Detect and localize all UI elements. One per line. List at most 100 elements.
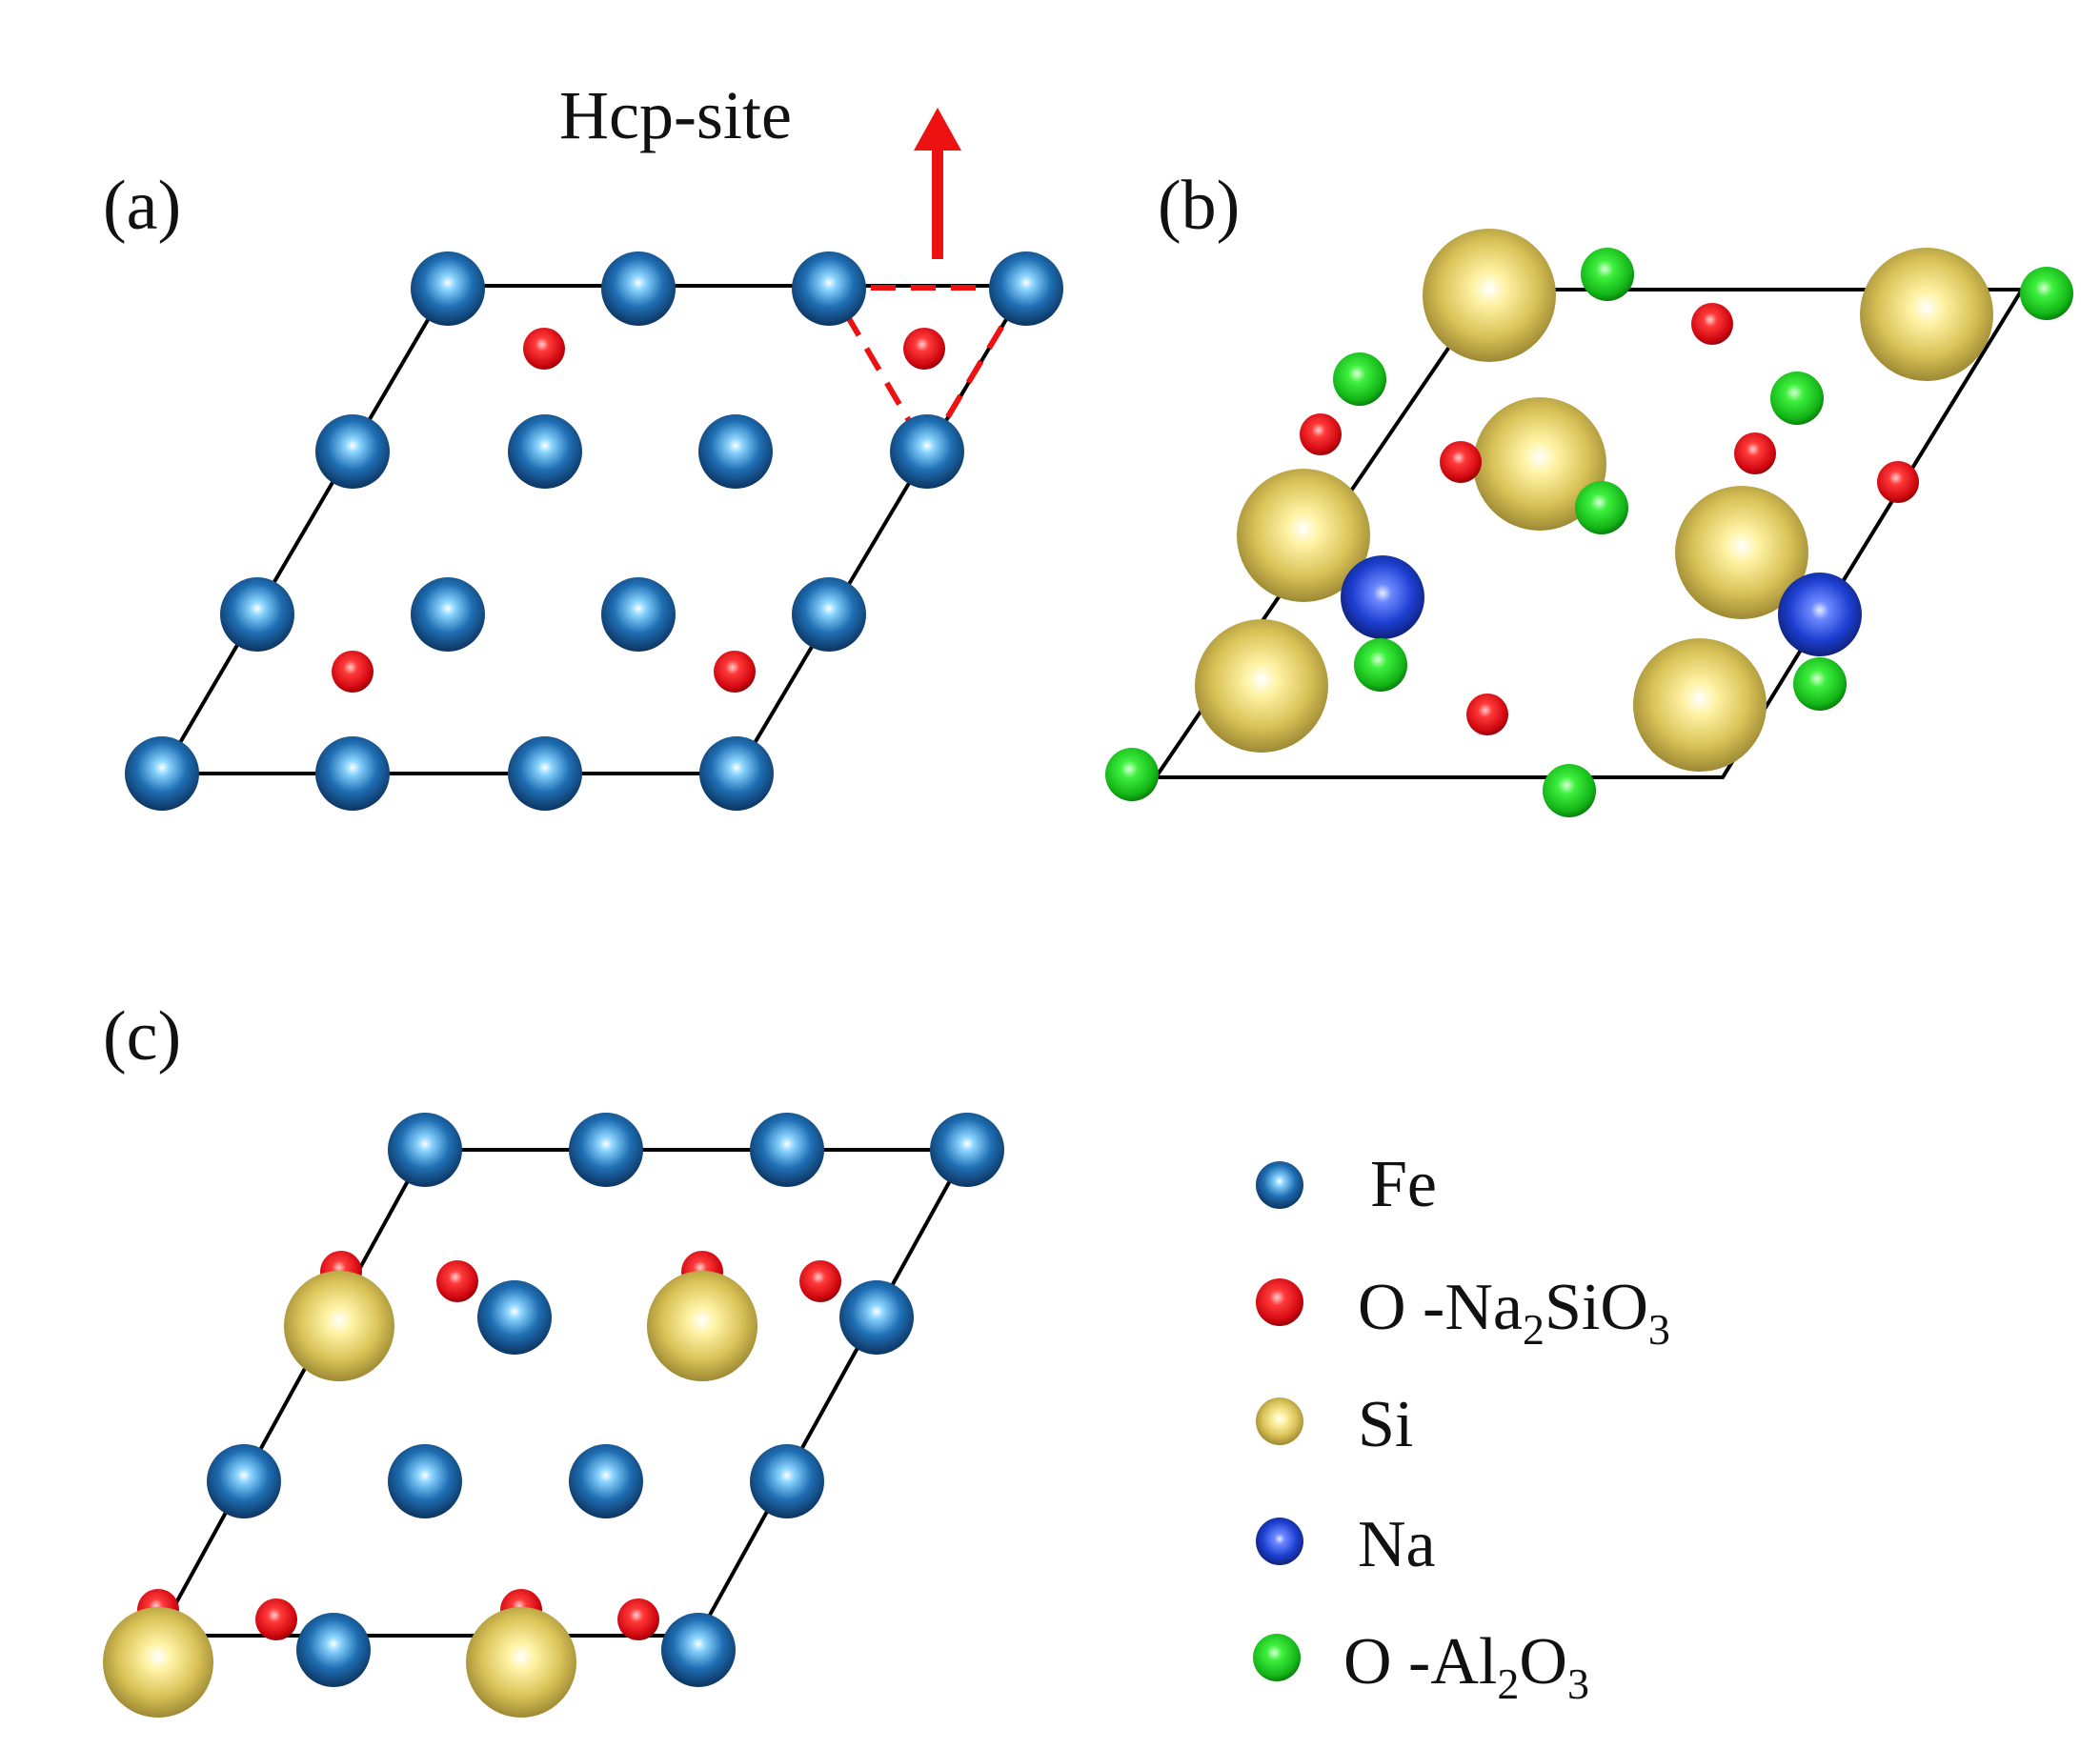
legend-sub-2: 2 xyxy=(1523,1305,1545,1354)
si-atom xyxy=(284,1271,394,1381)
o-al2o3-atom xyxy=(2020,267,2073,320)
si-atom xyxy=(1423,229,1556,362)
legend-marker-o-na2sio3 xyxy=(1256,1278,1303,1326)
fe-atom xyxy=(890,414,964,489)
fe-atom xyxy=(698,414,773,489)
legend-item-fe: Fe xyxy=(1256,1148,1437,1221)
o-al2o3-atom xyxy=(1793,657,1847,711)
o-al2o3-atom xyxy=(1543,764,1596,817)
legend-text-o-na: O -Na xyxy=(1358,1271,1523,1344)
legend-sub-2b: 2 xyxy=(1497,1659,1519,1708)
si-atom xyxy=(1860,248,1993,381)
fe-atom xyxy=(601,251,676,326)
hcp-site-triangle xyxy=(825,285,1031,457)
panel-b xyxy=(1105,229,2073,817)
legend-sub-3b: 3 xyxy=(1567,1659,1589,1708)
o-na2sio3-atom xyxy=(1300,413,1342,455)
legend-item-na: Na xyxy=(1256,1508,1436,1581)
fe-atom xyxy=(839,1280,914,1355)
panel-a-cell xyxy=(158,284,1030,775)
si-atom xyxy=(1675,486,1808,619)
hcp-site-label: Hcp-site xyxy=(559,77,792,153)
legend-item-si: Si xyxy=(1256,1388,1413,1461)
si-atom xyxy=(466,1607,576,1718)
si-atom xyxy=(103,1607,213,1718)
legend-label-o-na2sio3: O -Na2SiO3 xyxy=(1358,1271,1670,1354)
fe-atom xyxy=(220,577,294,652)
legend-sub-3: 3 xyxy=(1648,1305,1670,1354)
hcp-site-arrow xyxy=(914,108,961,259)
legend-marker-o-al2o3 xyxy=(1253,1634,1301,1681)
si-atom xyxy=(1195,619,1328,753)
fe-atom xyxy=(315,736,390,811)
o-na2sio3-atom xyxy=(714,651,756,693)
panel-label-c: (c) xyxy=(103,997,181,1076)
o-na2sio3-atom xyxy=(436,1260,478,1302)
si-atom xyxy=(1237,469,1370,602)
panel-a xyxy=(125,251,1063,811)
fe-atom xyxy=(411,577,485,652)
fe-atom xyxy=(296,1613,371,1687)
fe-atom xyxy=(699,736,774,811)
legend-marker-si xyxy=(1256,1397,1303,1445)
fe-atom xyxy=(125,736,199,811)
fe-atom xyxy=(661,1613,736,1687)
o-na2sio3-atom xyxy=(1734,432,1776,474)
o-al2o3-atom xyxy=(1575,481,1628,534)
legend-marker-fe xyxy=(1256,1161,1303,1209)
fe-atom xyxy=(207,1444,281,1518)
fe-atom xyxy=(315,414,390,489)
si-atom xyxy=(647,1271,757,1381)
legend-text-o: O xyxy=(1519,1625,1567,1699)
na-atom xyxy=(1778,573,1862,656)
na-atom xyxy=(1341,555,1424,639)
si-atom xyxy=(1633,638,1767,772)
legend-label-si: Si xyxy=(1358,1388,1413,1461)
fe-atom xyxy=(792,577,866,652)
o-al2o3-atom xyxy=(1105,748,1159,801)
o-na2sio3-atom xyxy=(617,1598,659,1640)
fe-atom xyxy=(477,1280,552,1355)
fe-atom xyxy=(750,1444,824,1518)
o-al2o3-atom xyxy=(1333,352,1386,406)
fe-atom xyxy=(508,414,582,489)
legend-text-o-al: O -Al xyxy=(1343,1625,1497,1699)
legend-item-o-al2o3: O -Al2O3 xyxy=(1253,1625,1589,1708)
legend-text-sio: SiO xyxy=(1545,1271,1648,1344)
fe-atom xyxy=(388,1113,462,1187)
o-al2o3-atom xyxy=(1770,372,1824,425)
fe-atom xyxy=(930,1113,1004,1187)
panel-c-cell xyxy=(154,1148,971,1638)
o-al2o3-atom xyxy=(1354,638,1407,692)
legend-label-o-al2o3: O -Al2O3 xyxy=(1343,1625,1589,1708)
panel-c xyxy=(103,1113,1004,1718)
fe-atom xyxy=(388,1444,462,1518)
legend-item-o-na2sio3: O -Na2SiO3 xyxy=(1256,1271,1670,1354)
legend-label-na: Na xyxy=(1358,1508,1436,1581)
o-na2sio3-atom xyxy=(1440,441,1482,483)
panel-b-cell xyxy=(1152,288,2026,779)
o-na2sio3-atom xyxy=(1691,303,1733,345)
fe-atom xyxy=(989,251,1063,326)
legend-label-fe: Fe xyxy=(1370,1148,1437,1221)
o-al2o3-atom xyxy=(1581,248,1634,301)
o-na2sio3-atom xyxy=(1466,694,1508,735)
panel-label-b: (b) xyxy=(1158,167,1240,245)
fe-atom xyxy=(601,577,676,652)
o-na2sio3-atom xyxy=(332,651,374,693)
fe-atom xyxy=(792,251,866,326)
si-atom xyxy=(1473,397,1606,531)
o-na2sio3-atom xyxy=(255,1598,297,1640)
o-na2sio3-atom xyxy=(903,328,945,370)
fe-atom xyxy=(569,1113,643,1187)
o-na2sio3-atom xyxy=(1877,461,1919,503)
fe-atom xyxy=(569,1444,643,1518)
o-na2sio3-atom xyxy=(799,1260,841,1302)
fe-atom xyxy=(750,1113,824,1187)
fe-atom xyxy=(508,736,582,811)
legend-marker-na xyxy=(1256,1518,1303,1565)
legend: Fe O -Na2SiO3 Si Na O -Al2O3 xyxy=(1253,1148,1670,1708)
o-na2sio3-atom xyxy=(523,328,565,370)
fe-atom xyxy=(411,251,485,326)
